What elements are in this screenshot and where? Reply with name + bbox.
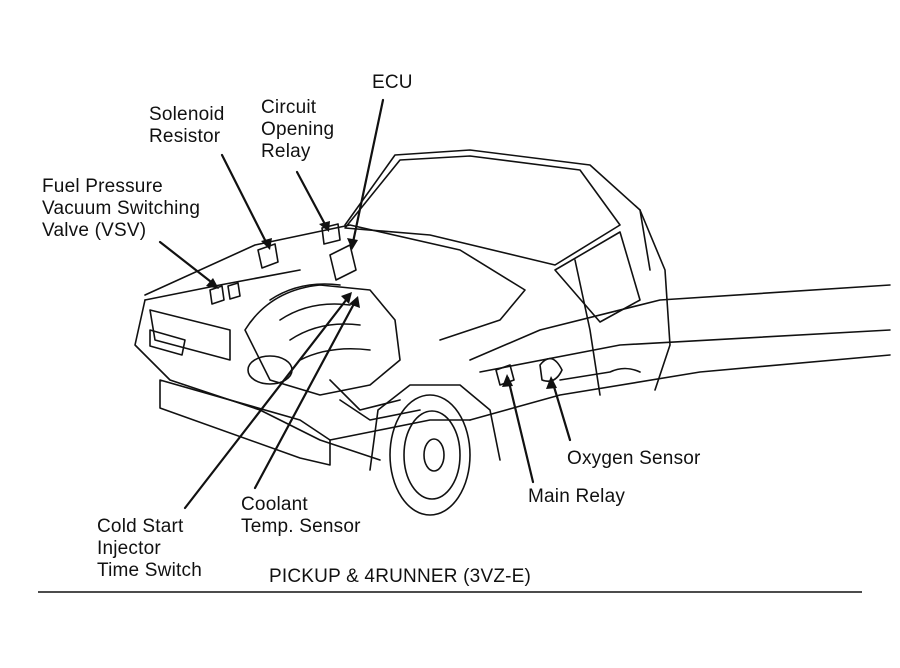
label-line: Opening — [261, 119, 335, 140]
bumper — [159, 379, 331, 466]
label-line: Temp. Sensor — [241, 516, 361, 537]
cab-side — [639, 209, 671, 391]
door-window — [554, 231, 641, 323]
side-body — [469, 284, 891, 361]
intake-pipe — [329, 379, 401, 411]
label-line: Solenoid — [149, 104, 225, 125]
label-line: Resistor — [149, 126, 221, 147]
arrow-vsv — [206, 278, 219, 289]
relay-box — [321, 223, 341, 245]
main-relay-part — [495, 364, 515, 386]
ecu-box — [329, 244, 357, 281]
engine-intake — [269, 283, 371, 361]
leader-oxygen — [550, 378, 572, 442]
label-solenoid-resistor: Solenoid Resistor — [149, 104, 225, 148]
leader-cold-start — [183, 293, 352, 510]
front-wheel-hub — [403, 410, 461, 500]
arrow-cold-start — [341, 292, 352, 304]
windshield — [344, 155, 621, 266]
leader-ecu — [350, 98, 385, 249]
label-cold-start-injector: Cold Start Injector Time Switch — [97, 516, 202, 582]
label-line: Fuel Pressure — [42, 176, 163, 197]
leader-circuit-relay — [295, 170, 329, 230]
label-circuit-opening-relay: Circuit Opening Relay — [261, 97, 334, 163]
exhaust-rear — [559, 367, 641, 381]
side-body-lower — [469, 354, 891, 421]
label-line: Injector — [97, 538, 161, 559]
label-line: Vacuum Switching — [42, 198, 201, 219]
leader-coolant — [253, 298, 358, 490]
arrow-oxygen — [546, 376, 557, 389]
label-line: Oxygen Sensor — [567, 448, 701, 469]
fender-front — [329, 419, 471, 441]
label-line: Cold Start — [97, 516, 184, 537]
grille — [149, 309, 231, 361]
cab-roof — [344, 149, 651, 271]
arrow-solenoid — [261, 238, 272, 250]
front-wheel-inner — [423, 438, 445, 472]
side-stripe — [479, 329, 891, 373]
label-line: Coolant — [241, 494, 308, 515]
label-line: Valve (VSV) — [42, 220, 147, 241]
exhaust — [339, 399, 421, 421]
label-line: Time Switch — [97, 560, 202, 581]
label-line: Main Relay — [528, 486, 626, 507]
label-line: Relay — [261, 141, 311, 162]
hood — [144, 224, 526, 341]
leader-solenoid — [220, 153, 270, 248]
arrow-main-relay — [502, 374, 513, 387]
label-oxygen-sensor: Oxygen Sensor — [567, 448, 701, 470]
arrow-coolant — [349, 296, 360, 308]
oxygen-sensor-part — [539, 357, 563, 383]
label-line: Circuit — [261, 97, 317, 118]
headlight — [149, 329, 186, 356]
wheel-arch — [369, 384, 501, 471]
label-main-relay: Main Relay — [528, 486, 625, 508]
label-ecu-line: ECU — [372, 72, 413, 93]
diagram-caption: PICKUP & 4RUNNER (3VZ-E) — [269, 566, 531, 588]
caption-text: PICKUP & 4RUNNER (3VZ-E) — [269, 566, 532, 587]
leader-main-relay — [506, 376, 535, 484]
front-wheel — [389, 394, 471, 516]
label-fuel-pressure-vsv: Fuel Pressure Vacuum Switching Valve (VS… — [42, 176, 200, 242]
leader-vsv — [158, 240, 217, 287]
engine-block — [244, 284, 401, 396]
label-coolant-temp-sensor: Coolant Temp. Sensor — [241, 494, 361, 538]
arrow-ecu — [347, 238, 358, 250]
arrow-circuit — [319, 221, 330, 232]
hood-edge — [144, 269, 301, 301]
label-ecu: ECU — [372, 72, 413, 94]
